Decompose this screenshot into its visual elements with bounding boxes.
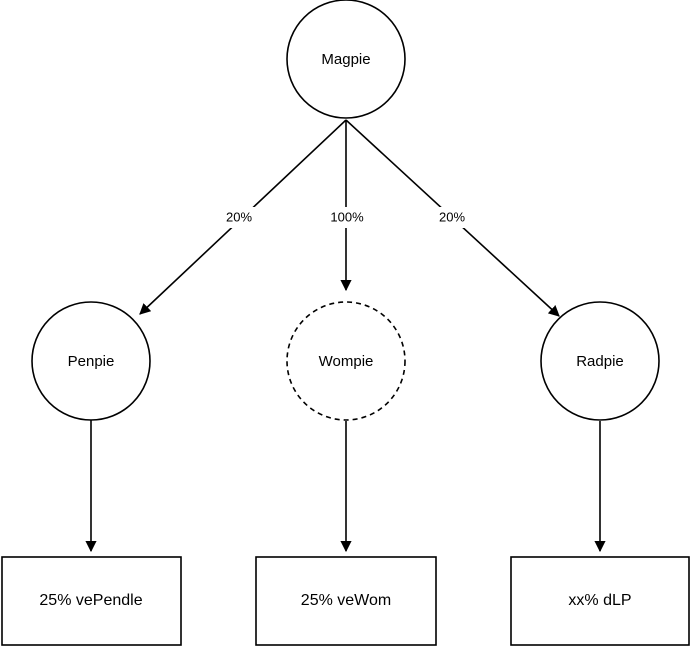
box-dlp[interactable]: xx% dLP [510, 556, 690, 646]
box-vependle[interactable]: 25% vePendle [1, 556, 182, 646]
edge-label-backdrop-magpie-wompie [321, 207, 372, 228]
box-vewom[interactable]: 25% veWom [255, 556, 437, 646]
edge-label-magpie-penpie: 20% [226, 209, 252, 224]
node-magpie-label: Magpie [321, 51, 370, 68]
node-radpie-label: Radpie [576, 353, 624, 370]
node-penpie-label: Penpie [68, 353, 115, 370]
edge-magpie-to-penpie: 20% [139, 119, 347, 315]
box-vewom-rect[interactable] [255, 556, 437, 646]
box-vewom-label: 25% veWom [301, 592, 391, 609]
node-radpie-circle[interactable] [540, 301, 660, 421]
node-wompie[interactable]: Wompie [286, 301, 406, 421]
node-radpie[interactable]: Radpie [540, 301, 660, 421]
edge-label-magpie-radpie: 20% [439, 209, 465, 224]
edge-label-magpie-wompie: 100% [330, 209, 364, 224]
box-dlp-rect[interactable] [510, 556, 690, 646]
node-magpie-circle[interactable] [286, 0, 406, 119]
box-vependle-rect[interactable] [1, 556, 182, 646]
edge-magpie-to-wompie: 100% [321, 120, 372, 292]
node-penpie[interactable]: Penpie [31, 301, 151, 421]
node-wompie-label: Wompie [319, 353, 374, 370]
edge-label-backdrop-magpie-penpie [218, 207, 260, 228]
box-vependle-label: 25% vePendle [39, 592, 142, 609]
node-penpie-circle[interactable] [31, 301, 151, 421]
edge-magpie-to-radpie: 20% [345, 119, 560, 317]
node-wompie-circle[interactable] [286, 301, 406, 421]
node-magpie[interactable]: Magpie [286, 0, 406, 119]
edge-label-backdrop-magpie-radpie [431, 207, 473, 228]
box-dlp-label: xx% dLP [568, 592, 631, 609]
